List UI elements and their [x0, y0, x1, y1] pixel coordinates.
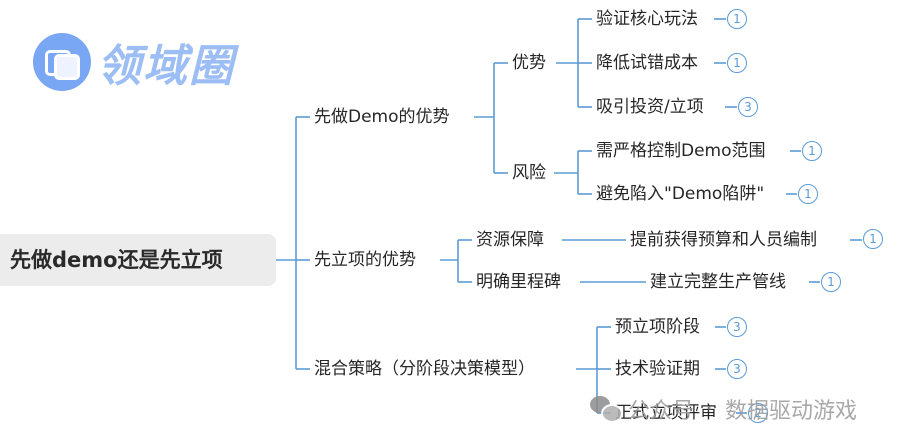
- leaf-pre-approval-phase[interactable]: 预立项阶段: [615, 317, 700, 337]
- node-clear-milestones[interactable]: 明确里程碑: [476, 272, 561, 292]
- watermark: 公众号 · 数据驱动游戏: [590, 393, 857, 425]
- leaf-validate-core-gameplay[interactable]: 验证核心玩法: [596, 9, 698, 29]
- leaf-attract-investment[interactable]: 吸引投资/立项: [596, 97, 704, 117]
- logo: 领域圈: [33, 30, 235, 94]
- count-badge: 1: [798, 184, 818, 204]
- leaf-reduce-trial-cost[interactable]: 降低试错成本: [596, 53, 698, 73]
- node-resource-guarantee[interactable]: 资源保障: [476, 230, 544, 250]
- count-badge: 2: [748, 403, 768, 423]
- watermark-separator: ·: [706, 396, 714, 422]
- leaf-control-demo-scope[interactable]: 需严格控制Demo范围: [596, 141, 766, 161]
- count-badge: 3: [727, 359, 747, 379]
- node-risks[interactable]: 风险: [512, 163, 546, 183]
- count-badge: 1: [802, 141, 822, 161]
- logo-text: 领域圈: [97, 41, 235, 92]
- node-advantages[interactable]: 优势: [512, 53, 546, 73]
- leaf-formal-approval-review[interactable]: 正式立项评审: [615, 403, 717, 423]
- count-badge: 1: [821, 272, 841, 292]
- branch-hybrid-strategy[interactable]: 混合策略（分阶段决策模型）: [314, 359, 535, 379]
- leaf-tech-validation-phase[interactable]: 技术验证期: [615, 359, 700, 379]
- branch-approval-advantages[interactable]: 先立项的优势: [314, 250, 416, 270]
- count-badge: 3: [738, 97, 758, 117]
- leaf-secure-budget-staff[interactable]: 提前获得预算和人员编制: [630, 230, 817, 250]
- count-badge: 1: [863, 229, 883, 249]
- watermark-account: 数据驱动游戏: [725, 399, 858, 424]
- count-badge: 1: [727, 53, 747, 73]
- root-node[interactable]: 先做demo还是先立项: [0, 234, 276, 286]
- logo-icon: [33, 33, 91, 91]
- leaf-avoid-demo-trap[interactable]: 避免陷入"Demo陷阱": [596, 184, 765, 204]
- leaf-build-pipeline[interactable]: 建立完整生产管线: [650, 272, 786, 292]
- wechat-icon: [590, 396, 623, 423]
- branch-demo-advantages[interactable]: 先做Demo的优势: [314, 107, 450, 127]
- count-badge: 1: [727, 9, 747, 29]
- count-badge: 3: [727, 317, 747, 337]
- watermark-source: 公众号: [628, 399, 695, 424]
